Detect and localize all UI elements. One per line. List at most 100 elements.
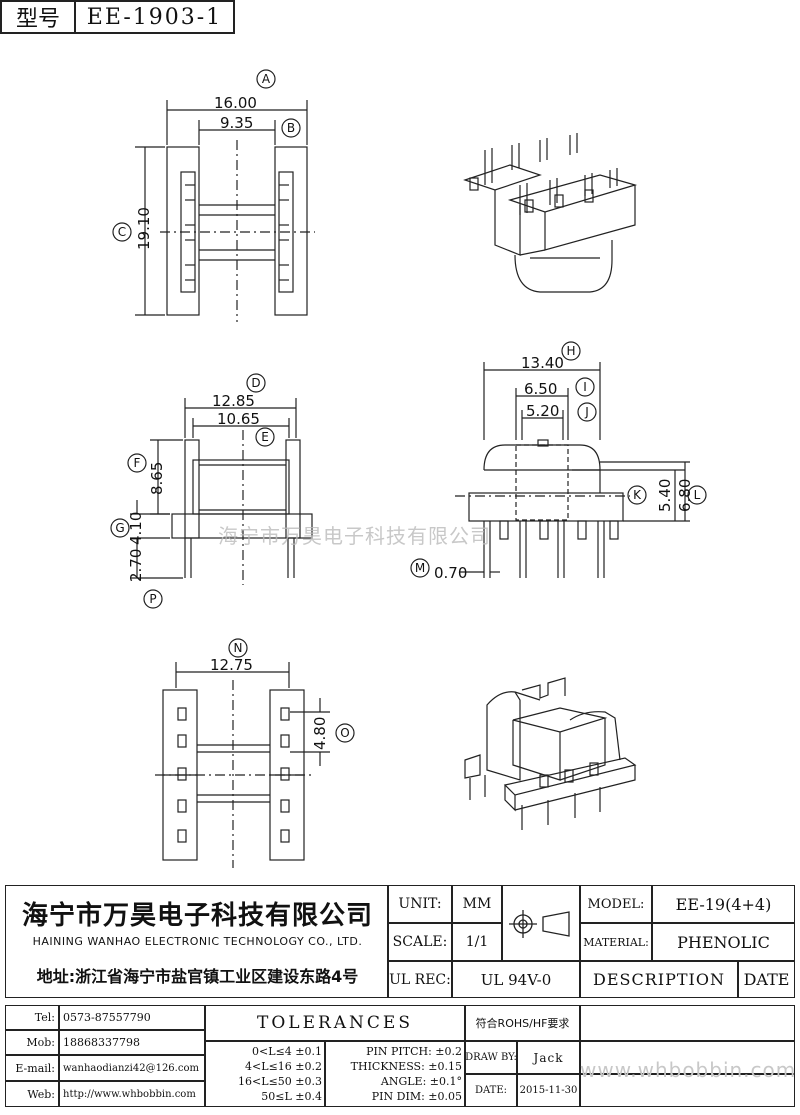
callout-B: B: [287, 121, 295, 135]
callout-L: L: [694, 488, 701, 502]
scale-value: 1/1: [465, 934, 489, 950]
mob-value-cell: 18868337798: [59, 1030, 205, 1055]
callout-G: G: [115, 521, 124, 535]
dim-F-value: 8.65: [148, 462, 166, 495]
ulrec-label-cell: UL REC:: [388, 961, 452, 998]
unit-label: UNIT:: [398, 896, 442, 912]
tolerance-row: 0<L≤4 ±0.1: [252, 1045, 322, 1058]
ulrec-value-cell: UL 94V-0: [452, 961, 580, 998]
dim-P-value: 2.70: [127, 549, 145, 582]
web-value-cell[interactable]: http://www.whbobbin.com: [59, 1081, 205, 1107]
callout-P: P: [149, 592, 156, 606]
technical-drawing: A B C D E F G P H I J K L M N O 16.00 9.…: [110, 69, 707, 868]
dim-B-value: 9.35: [220, 114, 253, 132]
date-label-cell: DATE:: [465, 1074, 517, 1107]
draw-by-label: DRAW BY:: [465, 1052, 517, 1063]
callout-E: E: [261, 430, 269, 444]
spec-model-label: MODEL:: [587, 896, 645, 912]
dim-M-value: 0.70: [434, 564, 467, 582]
company-name-en: HAINING WANHAO ELECTRONIC TECHNOLOGY CO.…: [32, 934, 363, 948]
isometric-view-top: [463, 133, 638, 293]
description-header: DESCRIPTION: [593, 970, 725, 989]
tel-value: 0573-87557790: [63, 1011, 151, 1024]
unit-value-cell: MM: [452, 885, 502, 923]
side-view: [455, 362, 690, 578]
projection-icon: [509, 910, 570, 938]
callout-D: D: [251, 376, 260, 390]
material-label-cell: MATERIAL:: [580, 923, 652, 961]
email-label: E-mail:: [15, 1061, 55, 1075]
pin-tolerance-row: PIN PITCH: ±0.2: [366, 1045, 462, 1058]
mob-value: 18868337798: [63, 1036, 140, 1049]
callout-M: M: [415, 561, 425, 575]
date-header: DATE: [743, 970, 790, 989]
model-label-cell: MODEL:: [580, 885, 652, 923]
web-link[interactable]: http://www.whbobbin.com: [63, 1088, 196, 1100]
tel-label-cell: Tel:: [5, 1005, 59, 1030]
material-label: MATERIAL:: [583, 935, 649, 949]
tolerances-title-cell: TOLERANCES: [205, 1005, 465, 1041]
tel-label: Tel:: [34, 1011, 55, 1024]
model-value-cell: EE-19(4+4): [652, 885, 795, 923]
dim-D-value: 12.85: [212, 392, 255, 410]
callout-F: F: [134, 456, 141, 470]
ulrec-value: UL 94V-0: [480, 970, 552, 989]
dim-J-value: 5.20: [526, 402, 559, 420]
dim-H-value: 13.40: [521, 354, 564, 372]
mob-label: Mob:: [26, 1036, 55, 1049]
description-header-cell: DESCRIPTION: [580, 961, 738, 998]
dim-L-value: 6.80: [676, 479, 694, 512]
tolerance-ranges: 0<L≤4 ±0.1 4<L≤16 ±0.2 16<L≤50 ±0.3 50≤L…: [205, 1041, 325, 1107]
bottom-view: [155, 662, 330, 868]
callout-A: A: [262, 72, 271, 86]
dim-N-value: 12.75: [210, 656, 253, 674]
material-value: PHENOLIC: [677, 932, 770, 952]
scale-label-cell: SCALE:: [388, 923, 452, 961]
watermark-text: 海宁市万昊电子科技有限公司: [218, 524, 491, 548]
draw-by-label-cell: DRAW BY:: [465, 1041, 517, 1074]
tolerances-title: TOLERANCES: [257, 1013, 413, 1033]
callout-I: I: [583, 380, 587, 394]
dim-O-value: 4.80: [311, 717, 329, 750]
callout-J: J: [584, 405, 589, 419]
blank-cell-3: [580, 1074, 795, 1107]
projection-symbol-cell: [502, 885, 580, 961]
draw-by-value-cell: Jack: [517, 1041, 580, 1074]
unit-value: MM: [462, 896, 492, 912]
company-block: 海宁市万昊电子科技有限公司 HAINING WANHAO ELECTRONIC …: [5, 885, 388, 998]
mob-label-cell: Mob:: [5, 1030, 59, 1055]
scale-label: SCALE:: [392, 934, 448, 950]
date-label: DATE:: [474, 1085, 508, 1096]
dim-E-value: 10.65: [217, 410, 260, 428]
model-label: 型号: [2, 2, 76, 32]
email-value-cell[interactable]: wanhaodianzi42@126.com: [59, 1055, 205, 1081]
unit-label-cell: UNIT:: [388, 885, 452, 923]
date-value: 2015-11-30: [519, 1085, 578, 1096]
email-link[interactable]: wanhaodianzi42@126.com: [63, 1062, 199, 1074]
dim-C-value: 19.10: [135, 207, 153, 250]
pin-tolerances: PIN PITCH: ±0.2 THICKNESS: ±0.15 ANGLE: …: [325, 1041, 465, 1107]
pin-tolerance-row: PIN DIM: ±0.05: [371, 1090, 462, 1103]
date-value-cell: 2015-11-30: [517, 1074, 580, 1107]
top-view: [135, 100, 315, 322]
web-label-cell: Web:: [5, 1081, 59, 1107]
company-name-cn: 海宁市万昊电子科技有限公司: [21, 900, 373, 931]
company-address: 地址:浙江省海宁市盐官镇工业区建设东路4号: [36, 967, 359, 986]
callout-N: N: [234, 641, 243, 655]
dim-G-value: 4.10: [127, 512, 145, 545]
dim-A-value: 16.00: [214, 94, 257, 112]
front-view: [130, 398, 313, 585]
site-watermark: www.whbobbin.com: [580, 1058, 797, 1082]
dim-K-value: 5.40: [656, 479, 674, 512]
compliance-cell: 符合ROHS/HF要求: [465, 1005, 580, 1041]
model-number-box: 型号 EE-1903-1: [0, 0, 235, 34]
dim-I-value: 6.50: [524, 380, 557, 398]
ulrec-label: UL REC:: [389, 971, 451, 988]
tolerance-row: 16<L≤50 ±0.3: [238, 1075, 322, 1088]
callout-O: O: [340, 726, 349, 740]
tel-value-cell: 0573-87557790: [59, 1005, 205, 1030]
callout-H: H: [566, 344, 575, 358]
web-label: Web:: [27, 1087, 55, 1101]
callout-K: K: [633, 488, 642, 502]
draw-by-value: Jack: [533, 1050, 564, 1065]
